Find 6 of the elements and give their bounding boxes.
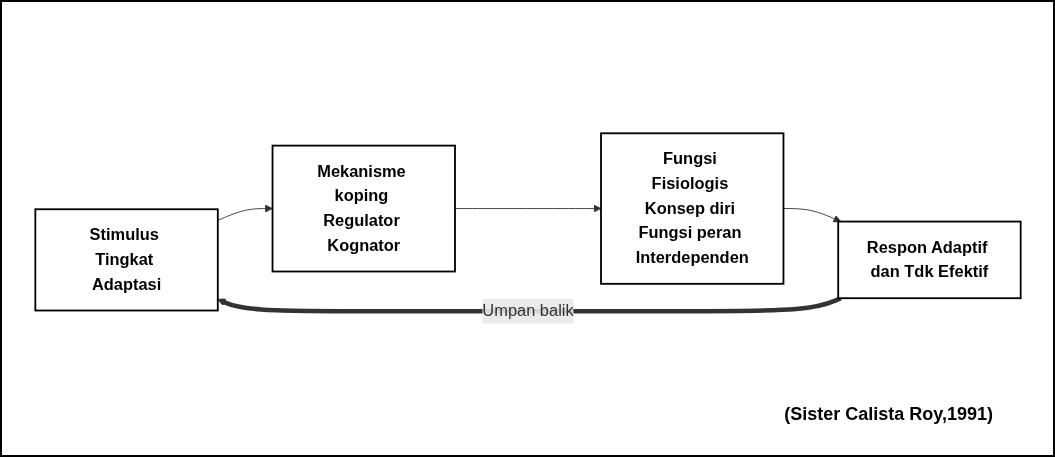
- node-box: Fungsi Fisiologis Konsep diri Fungsi peran Interdependen: [599, 132, 784, 285]
- node-box: Stimulus Tingkat Adaptasi: [33, 208, 219, 312]
- edge-label: Umpan balik: [481, 301, 574, 320]
- citation-note: (Sister Calista Roy,1991): [784, 404, 993, 425]
- node-box: Mekanisme koping Regulator Kognator: [271, 144, 456, 273]
- node-box: Respon Adaptif dan Tdk Efektif: [836, 220, 1022, 300]
